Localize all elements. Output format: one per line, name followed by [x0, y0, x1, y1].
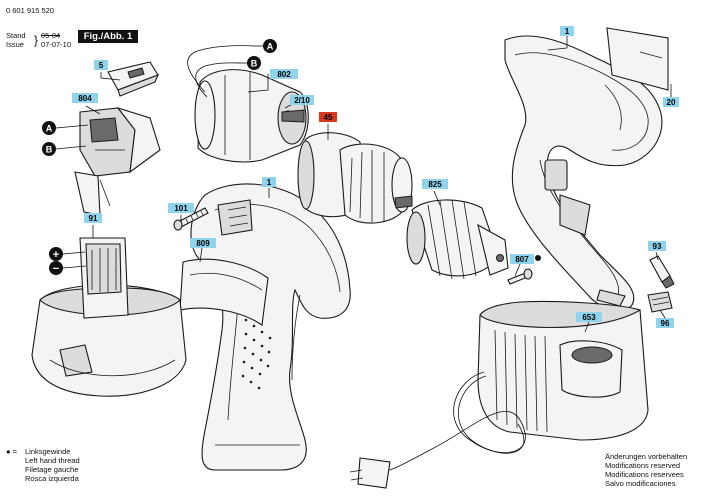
svg-text:−: −	[53, 263, 59, 275]
svg-text:93: 93	[653, 242, 662, 251]
housing-half-left	[190, 183, 351, 471]
svg-text:2/10: 2/10	[294, 96, 310, 105]
bit-holder-clip	[647, 291, 673, 313]
svg-text:825: 825	[428, 180, 442, 189]
callout-96: 96	[656, 318, 674, 328]
svg-text:A: A	[46, 124, 53, 134]
svg-text:45: 45	[324, 113, 333, 122]
notice-line-2: Modifications reserved	[605, 461, 681, 470]
left-thread-dot	[535, 255, 541, 261]
marker-b-top: B	[247, 56, 261, 70]
issue-value: 07-07-10	[41, 40, 72, 49]
callout-20: 20	[663, 97, 679, 107]
switch-module	[74, 106, 161, 216]
marker-minus: −	[49, 261, 63, 275]
svg-text:91: 91	[89, 214, 98, 223]
callout-91: 91	[84, 213, 102, 223]
svg-text:+: +	[53, 249, 59, 261]
svg-text:802: 802	[277, 70, 291, 79]
legend-symbol: ● =	[6, 447, 17, 456]
callout-809: 809	[190, 238, 216, 248]
callout-1-left: 1	[262, 177, 276, 187]
svg-text:20: 20	[667, 98, 676, 107]
figure-label: Fig./Abb. 1	[78, 30, 138, 43]
grip-dots	[241, 318, 272, 390]
screw-807	[507, 268, 533, 285]
callout-2-10: 2/10	[290, 95, 314, 105]
legend-line-1: Linksgewinde	[25, 447, 71, 456]
charger	[477, 300, 649, 441]
marker-b-left: B	[42, 142, 56, 156]
screw-101	[173, 207, 209, 231]
bracket-glyph: }	[34, 33, 39, 47]
marker-a-top: A	[263, 39, 277, 53]
gearbox	[297, 132, 413, 224]
svg-text:5: 5	[99, 61, 104, 70]
callout-825: 825	[422, 179, 448, 189]
callout-1-right: 1	[560, 26, 574, 36]
legend-line-4: Rosca izquierda	[25, 474, 79, 483]
marker-a-left: A	[42, 121, 56, 135]
notice-line-1: Änderungen vorbehalten	[605, 452, 688, 461]
svg-text:96: 96	[661, 319, 670, 328]
legend-line-2: Left hand thread	[25, 456, 80, 465]
callout-807: 807	[510, 254, 534, 264]
stand-label: Stand	[6, 31, 26, 40]
svg-text:804: 804	[78, 94, 92, 103]
stand-value: 05-04	[41, 31, 61, 40]
label-sleeve	[179, 258, 269, 326]
svg-text:809: 809	[196, 239, 210, 248]
callout-101: 101	[168, 203, 194, 213]
doc-number: 0 601 915 520	[6, 6, 54, 15]
callout-802: 802	[270, 69, 298, 79]
battery-pack	[31, 237, 187, 397]
euro-plug	[349, 457, 391, 489]
svg-text:807: 807	[515, 255, 529, 264]
callout-804: 804	[72, 93, 98, 103]
callout-653: 653	[576, 312, 602, 322]
switch-wires	[55, 124, 89, 150]
housing-half-right	[504, 35, 663, 311]
legend-line-3: Filetage gauche	[25, 465, 79, 474]
svg-text:B: B	[46, 145, 53, 155]
callout-5: 5	[94, 60, 108, 70]
svg-text:1: 1	[565, 27, 570, 36]
svg-text:1: 1	[267, 178, 272, 187]
motor	[194, 69, 309, 163]
svg-text:A: A	[267, 42, 274, 52]
svg-text:101: 101	[174, 204, 188, 213]
notice-line-3: Modifications reservees	[605, 470, 684, 479]
callout-45: 45	[319, 112, 337, 122]
marker-plus: +	[49, 247, 63, 261]
power-cord	[377, 371, 526, 473]
screwdriver-bit	[649, 255, 675, 289]
keyless-chuck	[406, 199, 509, 280]
switch-clip	[107, 61, 160, 97]
label-sheet	[606, 27, 669, 91]
svg-text:653: 653	[582, 313, 596, 322]
callout-93: 93	[648, 241, 666, 251]
motor-wires	[187, 45, 256, 98]
notice-line-4: Salvo modificaciones	[605, 479, 676, 488]
issue-label: Issue	[6, 40, 24, 49]
svg-text:B: B	[251, 59, 258, 69]
